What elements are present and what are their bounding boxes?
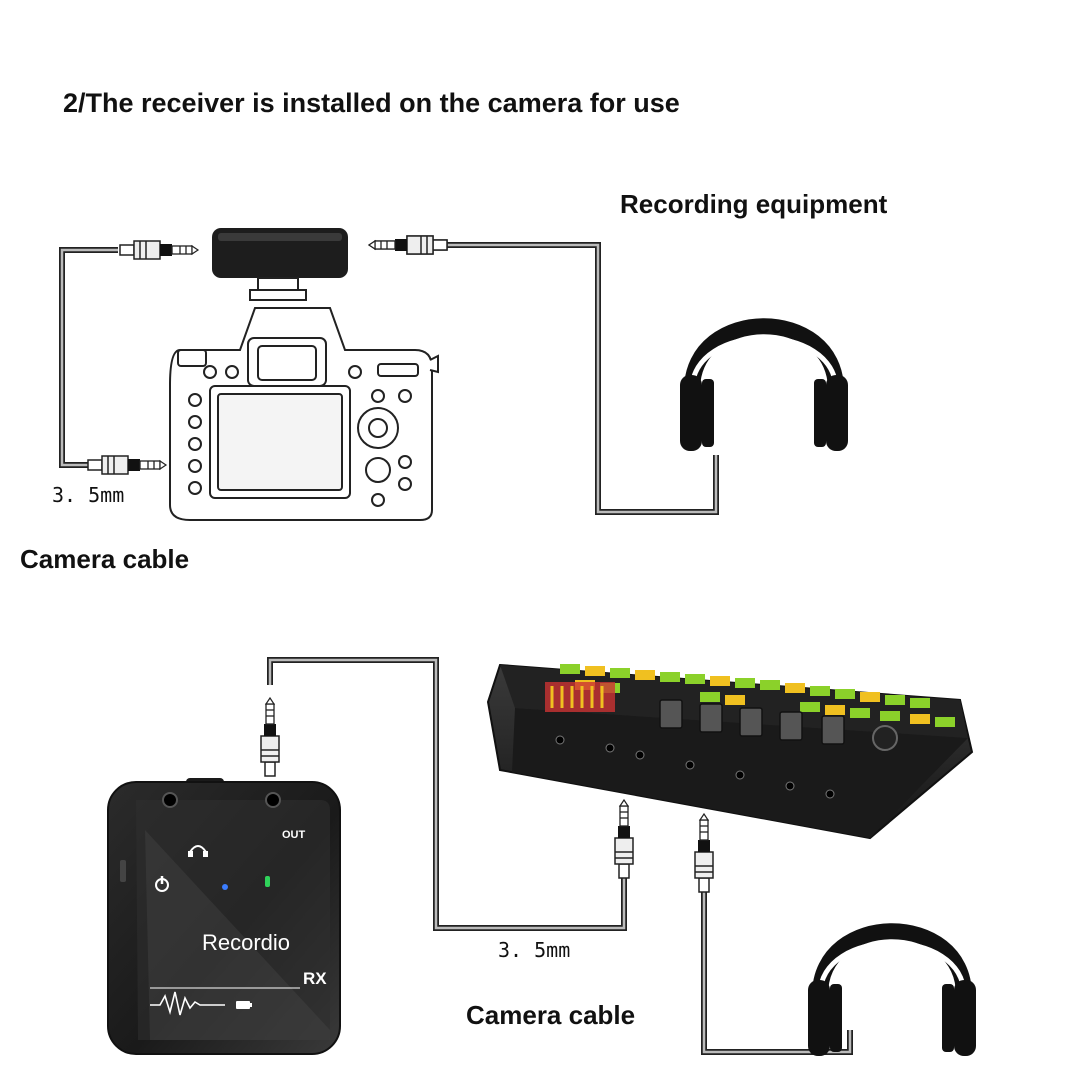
headphones-icon bbox=[680, 326, 848, 451]
audio-jack-icon bbox=[87, 455, 167, 475]
page-heading: 2/The receiver is installed on the camer… bbox=[63, 88, 680, 118]
audio-jack-icon bbox=[614, 799, 634, 879]
camera-icon bbox=[169, 307, 439, 521]
waveform-icon bbox=[150, 991, 225, 1016]
rx-brand: Recordio bbox=[202, 930, 290, 955]
camera-cable-label-bottom: Camera cable bbox=[466, 1000, 636, 1030]
mixer-console-icon bbox=[486, 663, 974, 840]
mixer-cable bbox=[267, 657, 627, 931]
headphone-cable-top bbox=[447, 242, 719, 515]
audio-jack-icon bbox=[119, 240, 199, 260]
headphone-port-icon bbox=[189, 845, 207, 853]
headphones-icon bbox=[808, 931, 976, 1056]
rx-out-label: OUT bbox=[282, 829, 306, 841]
receiver-on-camera bbox=[212, 228, 348, 301]
recording-equipment-label: Recording equipment bbox=[620, 189, 888, 219]
camera-cable-loop bbox=[59, 247, 118, 468]
headphone-cable-bottom bbox=[701, 885, 853, 1055]
rx-model: RX bbox=[303, 969, 327, 988]
battery-icon bbox=[236, 1001, 252, 1009]
jack-size-label-bottom: 3. 5mm bbox=[498, 938, 571, 962]
receiver-rx-device: OUT Recordio RX bbox=[107, 778, 341, 1055]
jack-size-label-top: 3. 5mm bbox=[52, 483, 125, 507]
audio-jack-icon bbox=[694, 813, 714, 893]
audio-jack-icon bbox=[260, 697, 280, 777]
power-icon bbox=[155, 876, 169, 892]
camera-cable-label-top: Camera cable bbox=[20, 544, 190, 574]
